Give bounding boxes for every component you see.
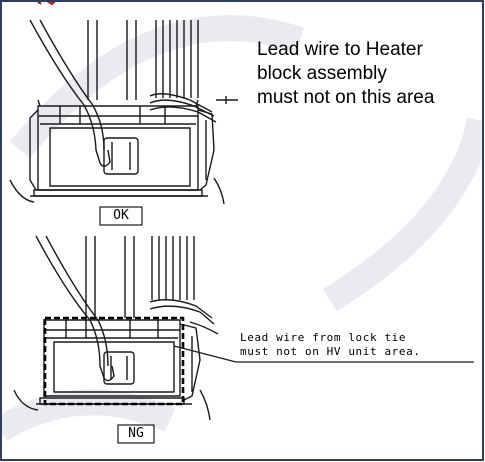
upper-note-line-1: Lead wire to Heater (257, 39, 423, 60)
ng-label-box (117, 424, 155, 444)
upper-note-line-2: block assembly (257, 63, 387, 84)
ok-label-box (99, 206, 143, 226)
lower-note-line-2: must not on HV unit area. (240, 345, 421, 358)
ng-assembly-drawing (13, 235, 219, 421)
upper-note-line-3: must not on this area (257, 87, 435, 108)
lower-note-line-1: Lead wire from lock tie (240, 331, 407, 344)
lower-note: Lead wire from lock tie must not on HV u… (240, 331, 480, 359)
ng-status-label: NG (128, 426, 144, 441)
ok-assembly-drawing (9, 19, 238, 205)
upper-note: Lead wire to Heater block assembly must … (257, 38, 477, 110)
ng-leader-line (173, 345, 474, 363)
ng-highlight-area (43, 316, 185, 406)
watermark (1, 15, 483, 442)
ok-status-label: OK (113, 208, 129, 223)
